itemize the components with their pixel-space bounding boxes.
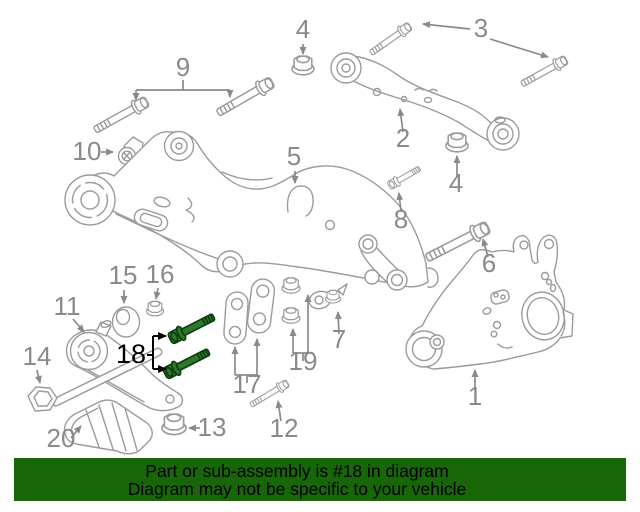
diagram-line-art bbox=[27, 20, 574, 455]
part-14-bolt bbox=[27, 347, 163, 412]
part-1-knuckle bbox=[405, 234, 574, 370]
highlighted-bolt-lower bbox=[160, 344, 213, 382]
part-16-nut bbox=[145, 300, 165, 317]
callout-5: 5 bbox=[287, 141, 301, 171]
callout-1: 1 bbox=[468, 381, 482, 411]
part-8-bolt bbox=[385, 163, 423, 192]
callout-18-highlighted: 18 bbox=[116, 332, 167, 373]
callout-9: 9 bbox=[176, 52, 190, 82]
callout-arrows bbox=[35, 21, 549, 439]
part-13-nut bbox=[161, 413, 187, 436]
part-19-nuts bbox=[281, 277, 301, 324]
callout-11: 11 bbox=[54, 291, 81, 321]
callout-18: 18 bbox=[116, 339, 146, 369]
callout-17: 17 bbox=[233, 369, 262, 399]
callout-8: 8 bbox=[394, 204, 408, 234]
part-7-cam-adjuster bbox=[308, 283, 348, 310]
highlight-banner: Part or sub-assembly is #18 in diagram D… bbox=[14, 458, 626, 501]
callout-10: 10 bbox=[73, 136, 102, 166]
callout-13: 13 bbox=[198, 412, 227, 442]
part-2-upper-control-arm bbox=[330, 52, 520, 151]
callout-12: 12 bbox=[270, 413, 299, 443]
callout-18-bracket bbox=[147, 332, 167, 373]
part-5-subframe bbox=[64, 130, 439, 288]
toe-link-arm bbox=[358, 234, 408, 291]
callout-16: 16 bbox=[146, 259, 175, 289]
callout-19: 19 bbox=[289, 346, 318, 376]
callout-4-right: 4 bbox=[449, 168, 463, 198]
part-4-nut-right bbox=[445, 132, 469, 153]
part-18-highlighted-bolts bbox=[160, 309, 218, 382]
callout-labels: 9 4 3 2 4 8 5 10 6 1 11 15 16 14 17 19 7… bbox=[23, 13, 549, 453]
highlighted-bolt-upper bbox=[165, 309, 218, 347]
part-20-shield bbox=[63, 399, 153, 455]
part-17-plates bbox=[223, 278, 276, 345]
callout-20: 20 bbox=[47, 423, 76, 453]
part-4-nut-top bbox=[291, 55, 315, 76]
callout-6: 6 bbox=[482, 248, 496, 278]
callout-7: 7 bbox=[332, 324, 346, 354]
callout-15: 15 bbox=[109, 260, 138, 290]
banner-line2: Diagram may not be specific to your vehi… bbox=[128, 479, 466, 499]
part-15-washer bbox=[111, 306, 141, 338]
callout-4-top: 4 bbox=[296, 14, 310, 44]
callout-14: 14 bbox=[23, 341, 52, 371]
banner-line1: Part or sub-assembly is #18 in diagram bbox=[145, 461, 448, 481]
banner-background bbox=[14, 458, 626, 501]
callout-2: 2 bbox=[396, 123, 410, 153]
callout-3: 3 bbox=[474, 13, 488, 43]
